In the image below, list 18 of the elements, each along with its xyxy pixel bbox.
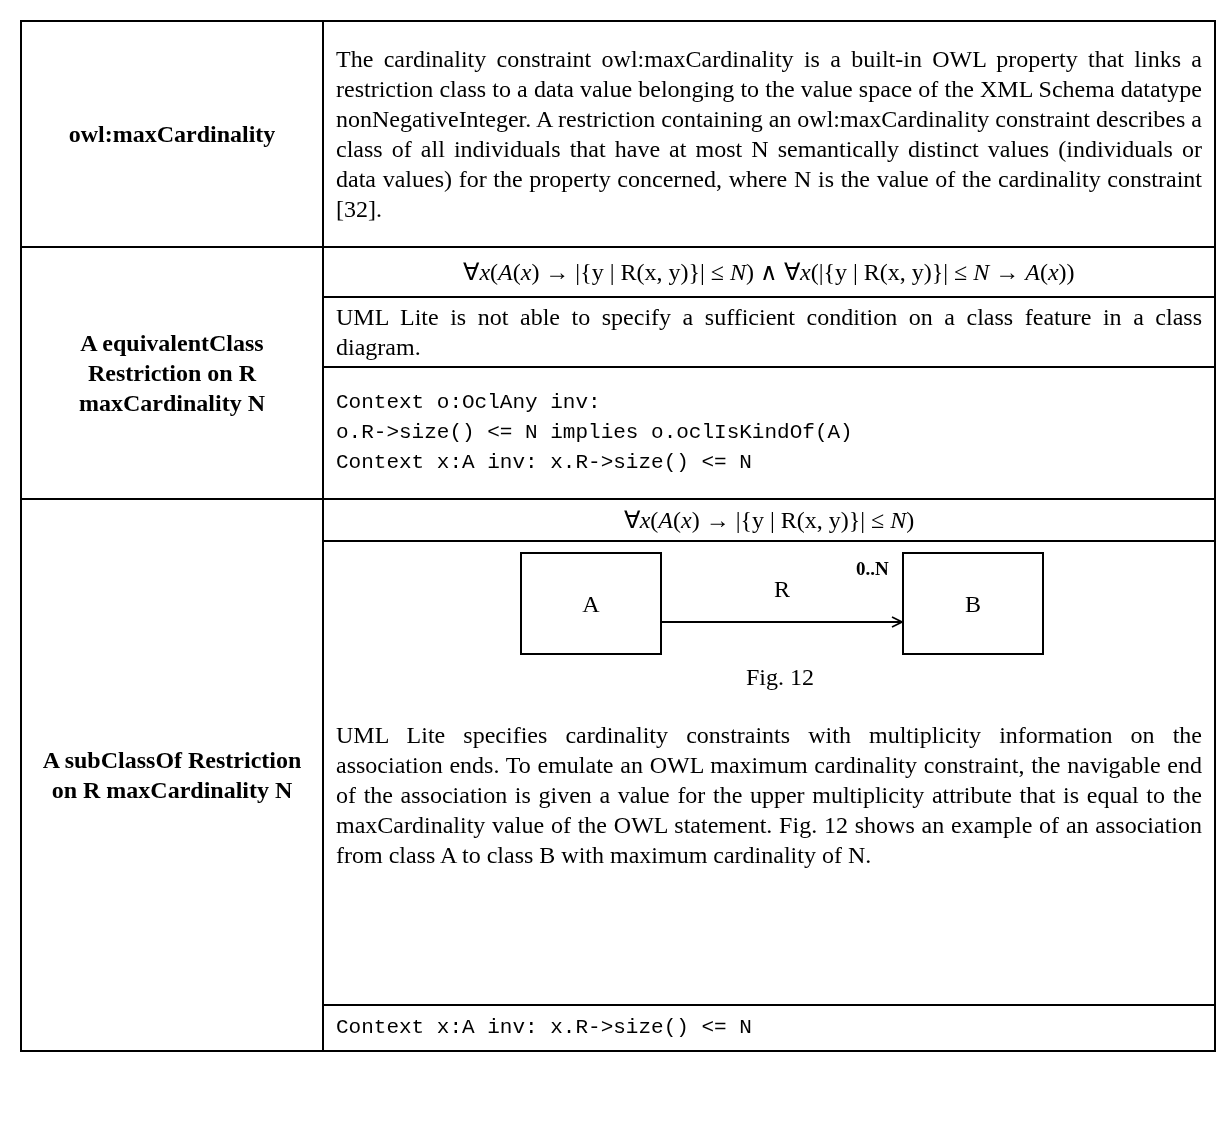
row-heading: owl:maxCardinality <box>67 120 277 149</box>
association-arrow <box>661 616 903 628</box>
figure-caption: Fig. 12 <box>746 663 814 692</box>
row-heading: A equivalentClass Restriction on R maxCardinality N <box>78 329 266 418</box>
multiplicity-label: 0..N <box>856 557 889 581</box>
description-text: UML Lite specifies cardinality constraints with multiplicity information on the association ends. To emulate an OWL maximum cardinality constraint, the navigable end of the association is given a value for the upper multiplicity attribute that is equal to the maxCardinality value of the OWL statement. Fig. 12 shows an example of an association from class A to class B with maximum cardinality of N. <box>336 721 1202 870</box>
code-line: o.R->size() <= N implies o.oclIsKindOf(A) <box>336 420 854 446</box>
row-heading: A subClassOf Restriction on R maxCardinality N <box>41 746 303 805</box>
class-box: A <box>520 552 662 655</box>
description-text: UML Lite is not able to specify a sufficient condition on a class feature in a class diagram. <box>336 303 1202 362</box>
code-line: Context x:A inv: x.R->size() <= N <box>336 1015 753 1041</box>
formula: ∀x(A(x) → |{y | R(x, y)}| ≤ N) <box>622 506 916 535</box>
code-line: Context o:OclAny inv: <box>336 390 602 416</box>
formula: ∀x(A(x) → |{y | R(x, y)}| ≤ N) ∧ ∀x(|{y | R(x, y)}| ≤ N → A(x)) <box>462 258 1076 287</box>
code-line: Context x:A inv: x.R->size() <= N <box>336 450 753 476</box>
edge-label: R <box>774 575 790 604</box>
description-text: The cardinality constraint owl:maxCardinality is a built-in OWL property that links a restriction class to a data value belonging to the value space of the XML Schema datatype nonNegativeInteger. A restriction containing an owl:maxCardinality constraint describes a class of all individuals that have at most N semantically distinct values (individuals or data values) for the property concerned, where N is the value of the cardinality constraint [32]. <box>336 45 1202 224</box>
class-box: B <box>902 552 1044 655</box>
